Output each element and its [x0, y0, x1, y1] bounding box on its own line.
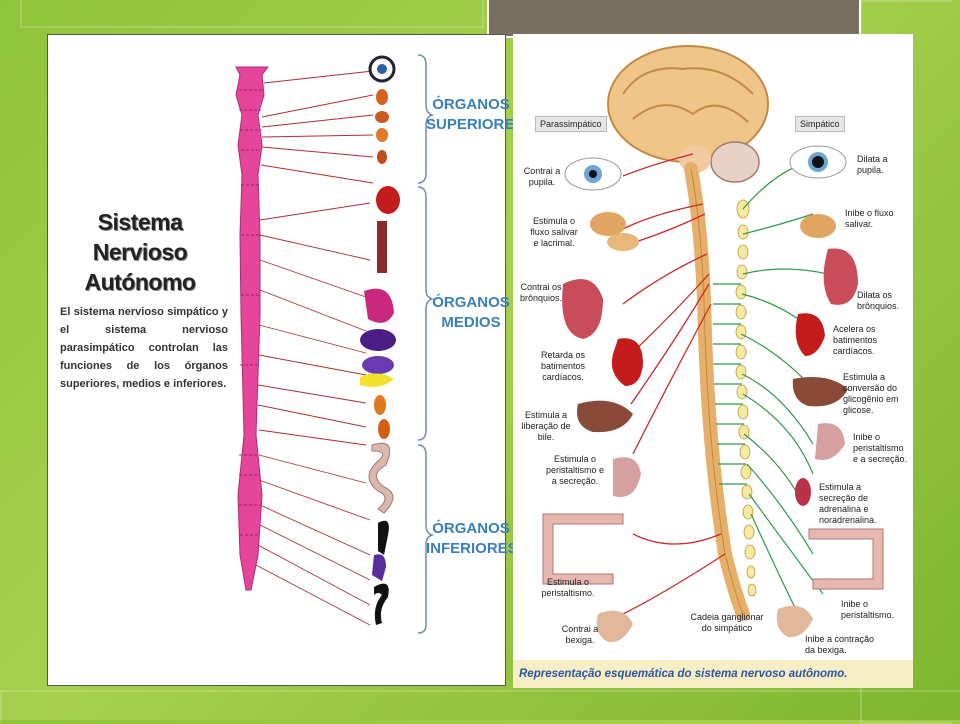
group-label-medios: ÓRGANOS MEDIOS: [426, 293, 516, 333]
kidney-icon: [374, 395, 386, 415]
reproductive-icon: [372, 554, 386, 581]
intestine-icon: [808, 528, 884, 590]
pancreas-icon: [360, 373, 394, 387]
group-label-line: ÓRGANOS: [432, 294, 510, 311]
label-estimula-peristaltismo: Estimula o peristaltismo.: [541, 577, 595, 598]
lungs-icon: [562, 279, 603, 339]
label-contrai-bronquios: Contrai os brônquios.: [519, 282, 563, 303]
spine-organs-diagram: [235, 54, 435, 634]
sympathetic-header: Simpático: [795, 116, 845, 132]
right-diagram-panel: Parassimpático Simpático Contrai a pupil…: [513, 34, 913, 688]
intestine-icon: [368, 442, 394, 514]
bladder-icon: [776, 605, 813, 638]
kidney-icon: [378, 419, 390, 439]
label-contrai-pupila: Contrai a pupila.: [523, 166, 561, 187]
diagram-title: Sistema Nervioso Autónomo: [52, 207, 228, 297]
group-label-superiores: ÓRGANOS SUPERIORES: [426, 95, 525, 135]
stomach-icon: [815, 423, 845, 460]
sympathetic-organs: [776, 145, 884, 638]
gland-icon: [376, 128, 388, 142]
group-label-line: ÓRGANOS: [432, 520, 510, 537]
parasympathetic-header: Parassimpático: [535, 116, 607, 132]
gland-icon: [375, 111, 389, 123]
organ-icons: [360, 55, 400, 625]
salivary-gland-icon: [607, 233, 639, 251]
adrenal-icon: [795, 478, 811, 506]
label-peristaltismo-secrecao: Estimula o peristaltismo e a secreção.: [545, 454, 605, 486]
header-tab: [487, 0, 861, 38]
reproductive-icon: [374, 583, 389, 625]
label-liberacao-bile: Estimula a liberação de bile.: [521, 410, 571, 442]
bladder-icon: [378, 520, 389, 555]
autonomic-nervous-system-diagram: [542, 45, 884, 643]
nerve-arrows: [255, 70, 374, 626]
ganglion-chain-icon: [735, 199, 757, 597]
salivary-gland-icon: [590, 212, 626, 236]
label-inibe-fluxo: Inibe o fluxo salivar.: [845, 208, 894, 229]
label-inibe-peristaltismo-sec: Inibe o peristaltismo e a secreção.: [853, 432, 908, 464]
label-cadeia-ganglionar: Cadeia ganglionar do simpático: [690, 612, 764, 633]
label-dilata-pupila: Dilata a pupila.: [857, 154, 888, 175]
parasympathetic-organs: [542, 157, 643, 643]
label-contrai-bexiga: Contrai a bexiga.: [561, 624, 599, 645]
trachea-icon: [377, 221, 387, 273]
heart-icon: [611, 338, 643, 386]
title-line-1: Sistema Nervioso: [92, 209, 188, 265]
intestine-icon: [542, 513, 624, 585]
group-label-line: SUPERIORES: [426, 116, 525, 133]
heart-icon: [795, 313, 825, 356]
salivary-gland-icon: [800, 214, 836, 238]
spine-segments: [239, 89, 264, 536]
spleen-icon: [362, 356, 394, 374]
title-line-2: Autónomo: [84, 269, 196, 295]
background-shape: [0, 690, 960, 722]
background-shape: [20, 0, 484, 28]
lungs-icon: [823, 248, 858, 305]
label-fluxo-salivar: Estimula o fluxo salivar e lacrimal.: [530, 216, 578, 248]
left-diagram-panel: Sistema Nervioso Autónomo El sistema ner…: [47, 34, 524, 686]
spinal-cord: [684, 162, 750, 621]
liver-icon: [577, 400, 633, 433]
cerebellum-icon: [710, 141, 760, 183]
group-label-line: ÓRGANOS: [432, 96, 510, 113]
description-text: El sistema nervioso simpático y el siste…: [60, 306, 228, 390]
label-adrenalina: Estimula a secreção de adrenalina e nora…: [819, 482, 877, 525]
label-dilata-bronquios: Dilata os brônquios.: [857, 290, 900, 311]
bladder-icon: [596, 610, 633, 643]
label-inibe-peristaltismo: Inibe o peristaltismo.: [841, 599, 895, 620]
stomach-icon: [613, 457, 641, 498]
gland-icon: [377, 150, 387, 164]
liver-icon: [360, 329, 396, 351]
gland-icon: [376, 89, 388, 105]
group-label-inferiores: ÓRGANOS INFERIORES: [426, 519, 518, 559]
group-brackets: [417, 54, 435, 634]
group-label-line: MEDIOS: [441, 314, 501, 331]
label-glicogenio: Estimula a conversão do glicogênio em gl…: [843, 372, 899, 415]
group-label-line: INFERIORES: [426, 540, 518, 557]
label-inibe-bexiga: Inibe a contração da bexiga.: [805, 634, 875, 655]
label-retarda-batimentos: Retarda os batimentos cardíacos.: [540, 350, 586, 382]
heart-icon: [376, 186, 400, 214]
label-acelera-batimentos: Acelera os batimentos cardíacos.: [833, 324, 878, 356]
liver-icon: [792, 376, 848, 407]
figure-caption: Representação esquemática do sistema ner…: [513, 660, 913, 688]
stomach-icon: [364, 288, 394, 323]
spinal-cord: [235, 66, 269, 591]
